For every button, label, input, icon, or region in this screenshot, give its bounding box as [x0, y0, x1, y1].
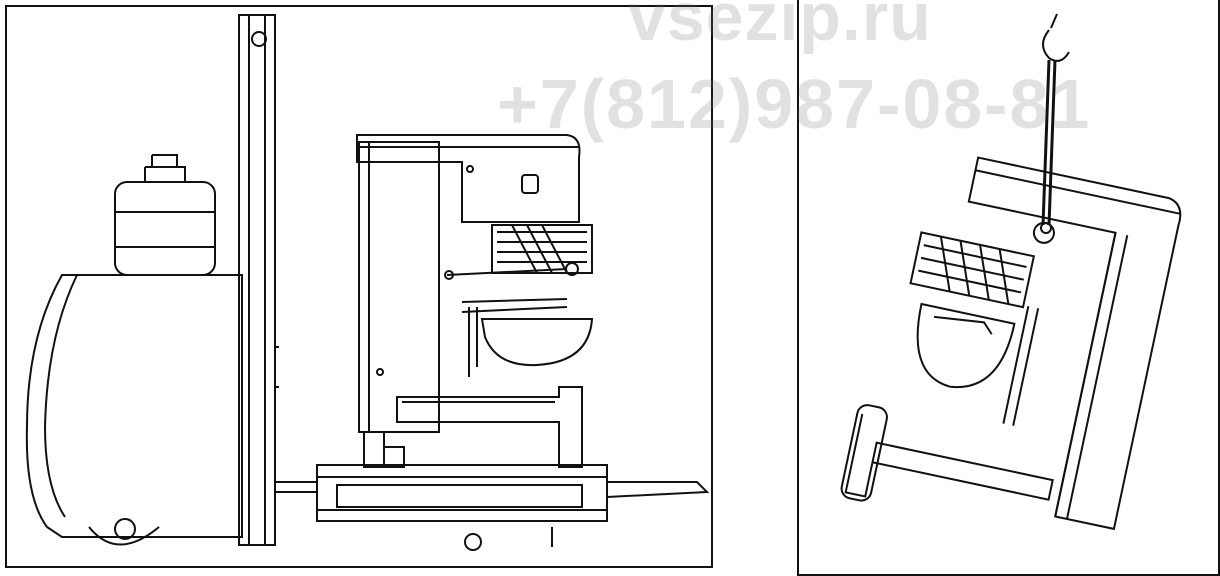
crane-hook [1040, 13, 1070, 234]
forklift-body [25, 154, 243, 546]
right-illustration-panel [797, 0, 1220, 576]
mixer-body [356, 134, 594, 551]
tilted-mixer [840, 156, 1182, 531]
pallet [275, 464, 710, 522]
crane-hook-mixer-drawing [840, 13, 1182, 531]
left-illustration-panel [5, 5, 713, 568]
forklift-mast [238, 14, 279, 546]
forklift-mixer-drawing [25, 14, 710, 551]
